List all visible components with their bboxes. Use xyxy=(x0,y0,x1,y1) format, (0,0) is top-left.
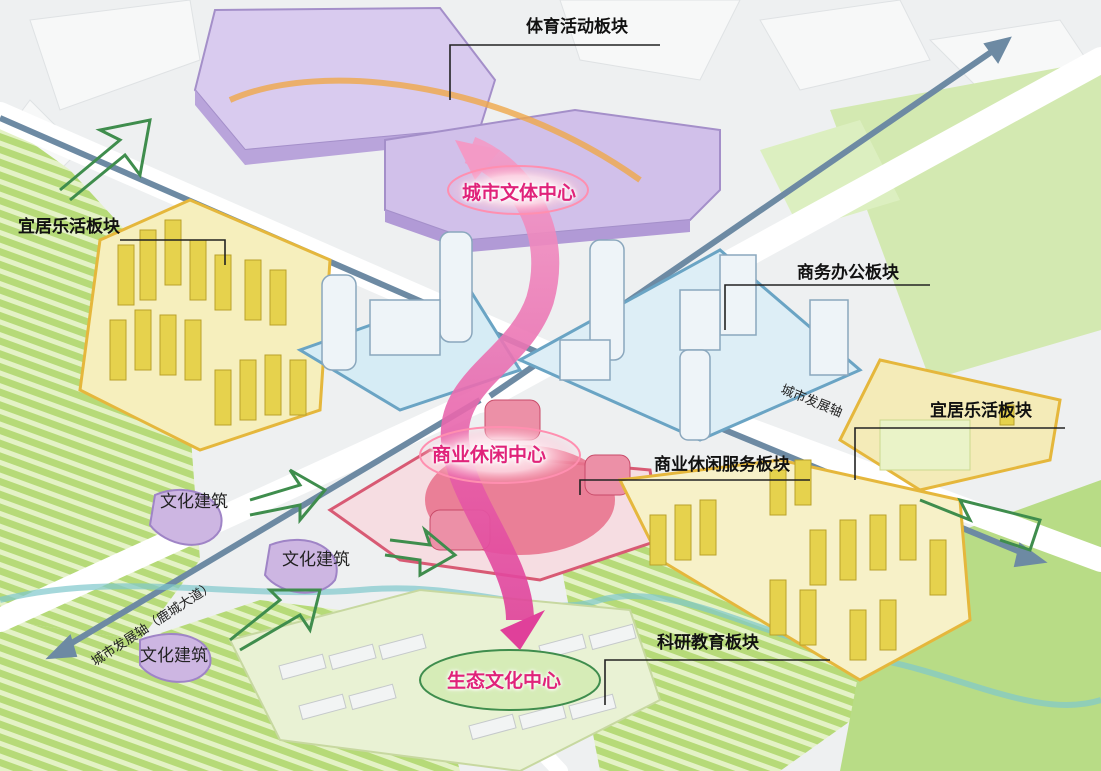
label-eco-culture-center: 生态文化中心 xyxy=(447,670,562,692)
commercial-ring xyxy=(419,426,581,484)
river xyxy=(0,583,1101,709)
business-block xyxy=(296,231,863,442)
eco-ring xyxy=(419,649,601,711)
label-culture-sports-center: 城市文体中心 xyxy=(462,182,577,204)
living-block-right xyxy=(617,358,1062,682)
label-research-education-block: 科研教育板块 xyxy=(657,633,759,653)
culture-building-pads xyxy=(139,489,338,683)
park-top-right xyxy=(830,60,1101,380)
label-culture-building-3: 文化建筑 xyxy=(140,646,208,666)
label-sports-block: 体育活动板块 xyxy=(526,17,628,37)
culture-sports-ring xyxy=(447,165,589,215)
label-living-block-right: 宜居乐活板块 xyxy=(930,401,1032,421)
label-business-office-block: 商务办公板块 xyxy=(797,263,899,283)
leader-lines xyxy=(120,44,1065,705)
label-commercial-service-block: 商业休闲服务板块 xyxy=(654,455,790,475)
label-commercial-leisure-center: 商业休闲中心 xyxy=(432,444,547,466)
label-culture-building-2: 文化建筑 xyxy=(282,550,350,570)
green-arrows xyxy=(59,118,1042,652)
living-block-left xyxy=(78,198,332,452)
label-living-block-left: 宜居乐活板块 xyxy=(18,217,120,237)
label-culture-building-1: 文化建筑 xyxy=(160,492,228,512)
